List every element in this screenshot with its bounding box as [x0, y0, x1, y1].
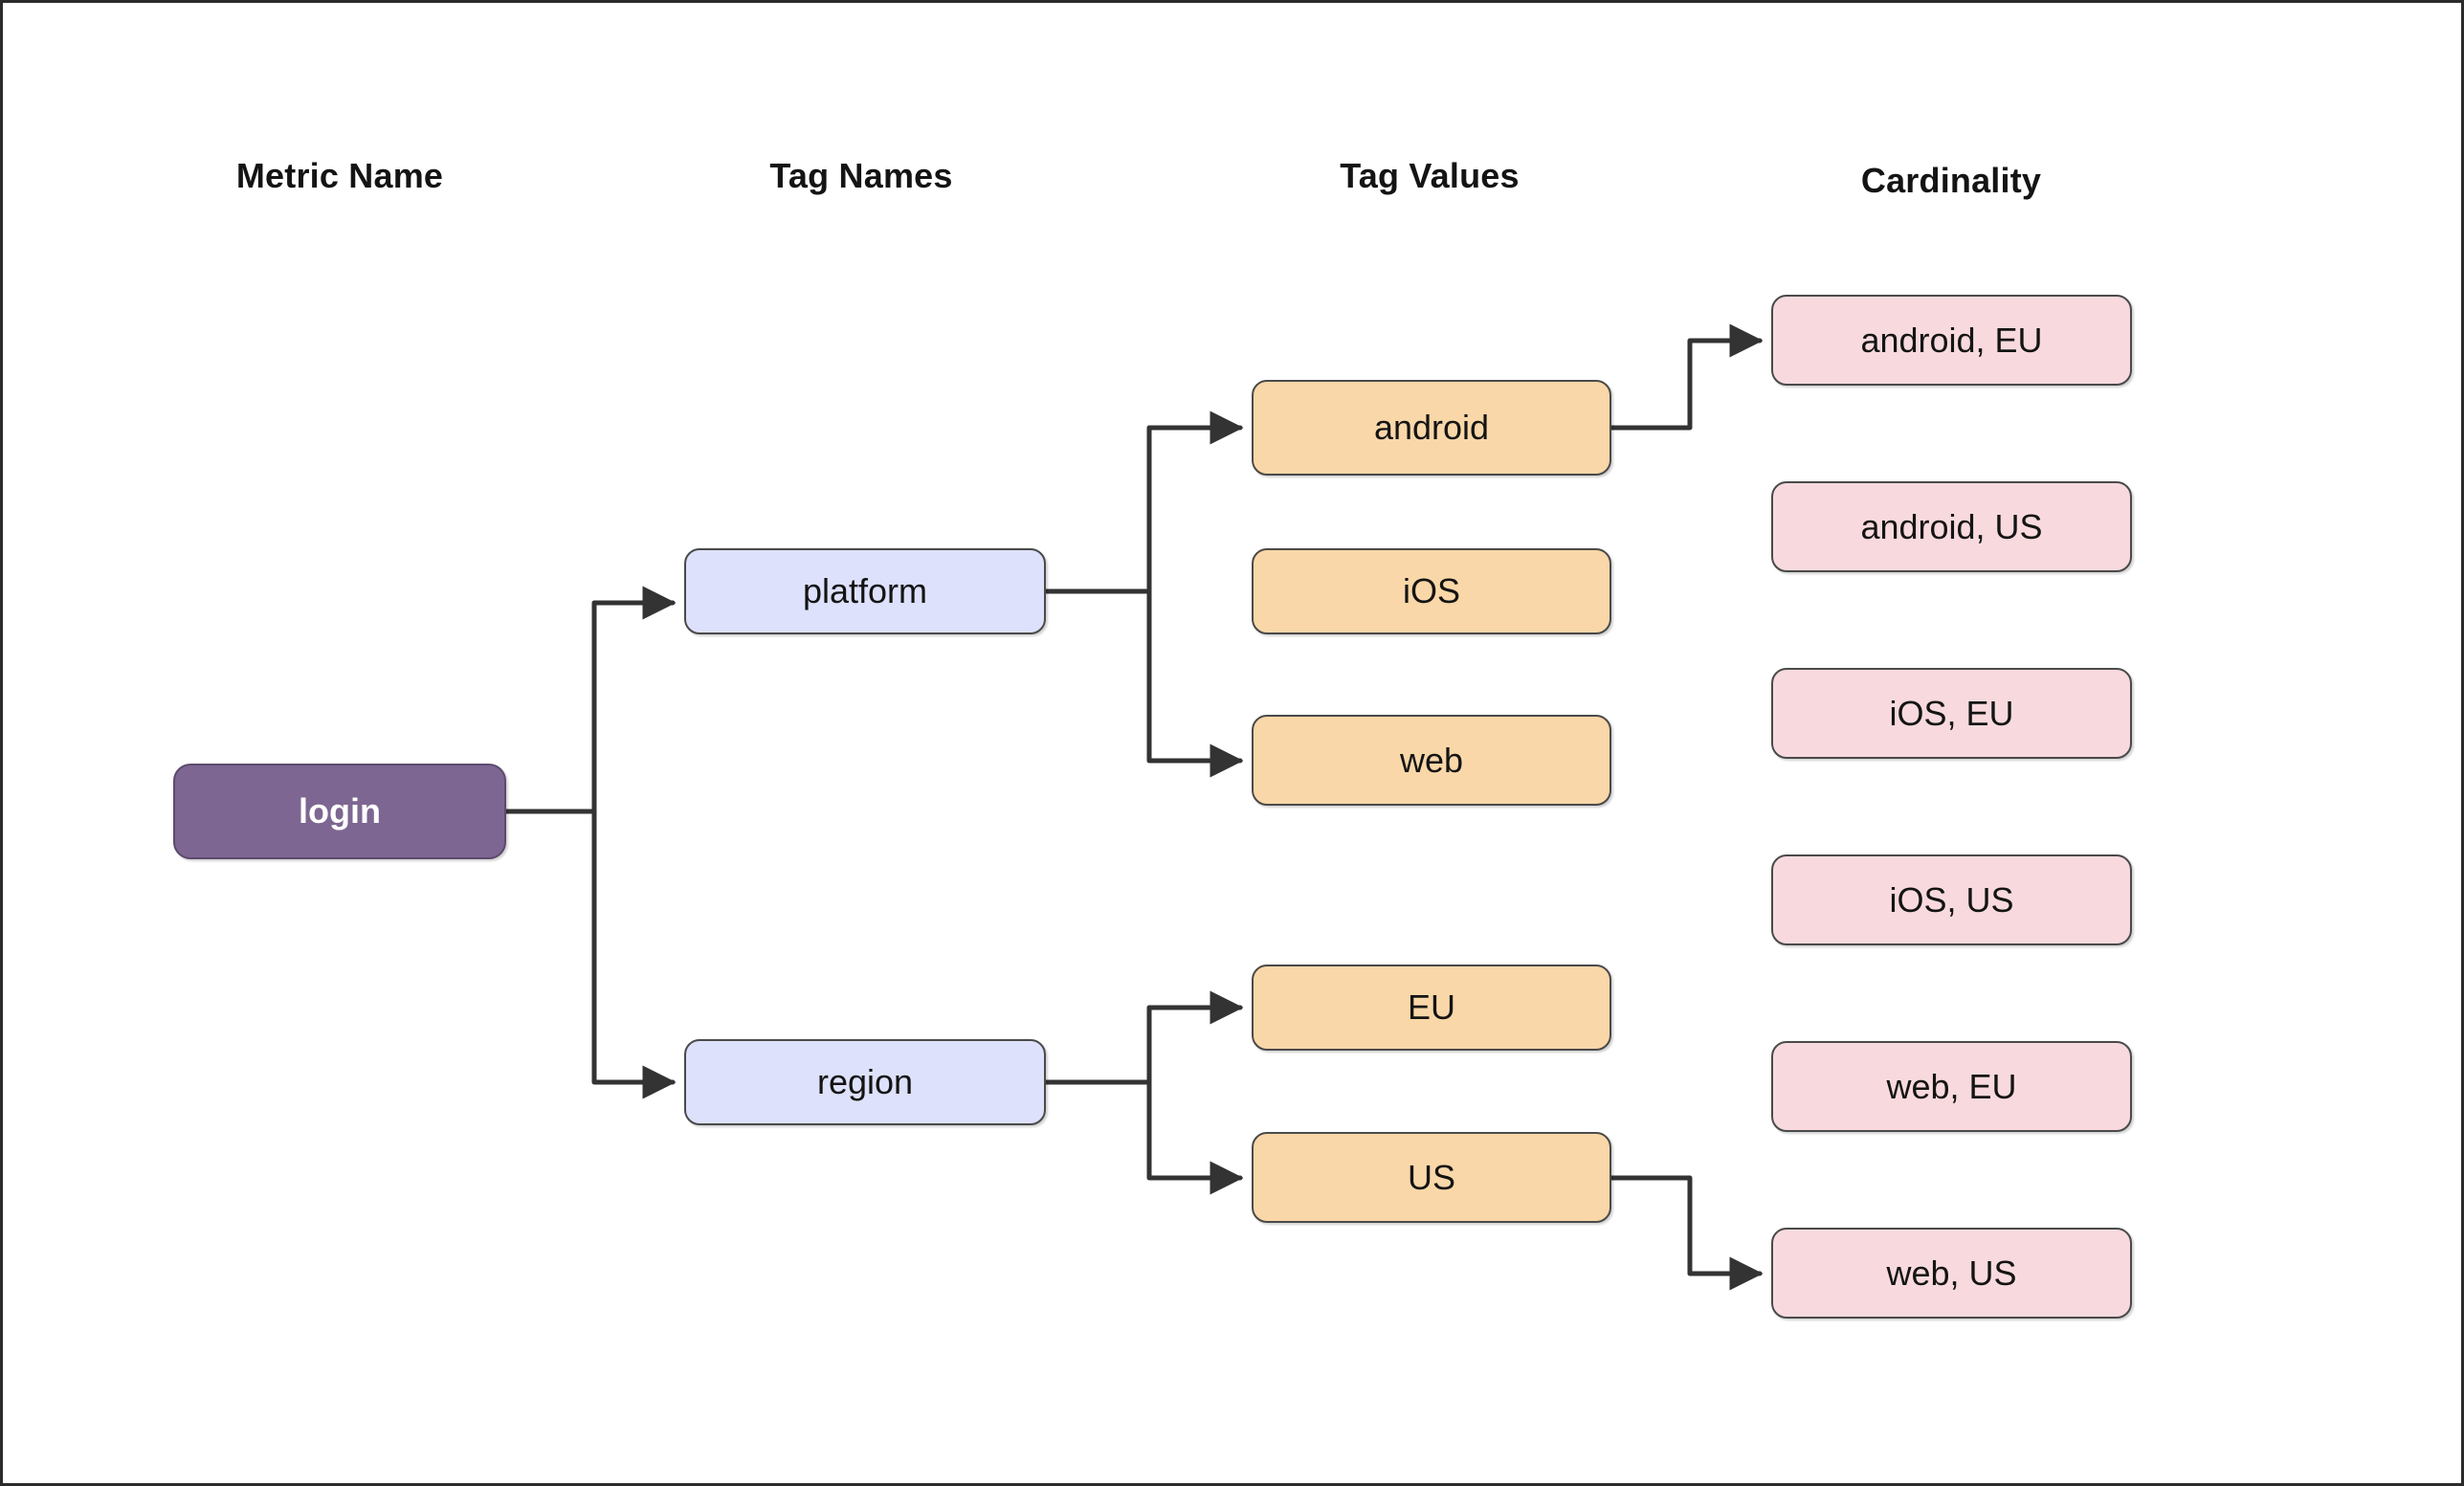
- connector-login-branch: [503, 586, 677, 1099]
- connector-region-branch: [1043, 990, 1244, 1195]
- column-header-tag-names: Tag Names: [769, 156, 953, 195]
- node-tagname-platform[interactable]: platform: [684, 548, 1046, 634]
- node-tagvalue-us[interactable]: US: [1252, 1132, 1611, 1223]
- node-tagvalue-android[interactable]: android: [1252, 380, 1611, 476]
- node-tagvalue-eu[interactable]: EU: [1252, 965, 1611, 1051]
- node-cardinality-ios-eu[interactable]: iOS, EU: [1771, 668, 2132, 759]
- node-tagname-region[interactable]: region: [684, 1039, 1046, 1125]
- connector-platform-branch: [1043, 410, 1244, 778]
- node-tagvalue-web[interactable]: web: [1252, 715, 1611, 806]
- column-header-tag-values: Tag Values: [1340, 156, 1520, 195]
- node-metric-login[interactable]: login: [173, 764, 506, 859]
- column-header-cardinality: Cardinality: [1860, 161, 2042, 200]
- connector-android-to-android-eu: [1609, 323, 1764, 431]
- connector-us-to-web-us: [1609, 1175, 1764, 1291]
- column-header-metric-name: Metric Name: [235, 156, 444, 195]
- node-tagvalue-ios[interactable]: iOS: [1252, 548, 1611, 634]
- node-cardinality-android-us[interactable]: android, US: [1771, 481, 2132, 572]
- node-cardinality-web-eu[interactable]: web, EU: [1771, 1041, 2132, 1132]
- node-cardinality-ios-us[interactable]: iOS, US: [1771, 854, 2132, 945]
- node-cardinality-web-us[interactable]: web, US: [1771, 1228, 2132, 1319]
- node-cardinality-android-eu[interactable]: android, EU: [1771, 295, 2132, 386]
